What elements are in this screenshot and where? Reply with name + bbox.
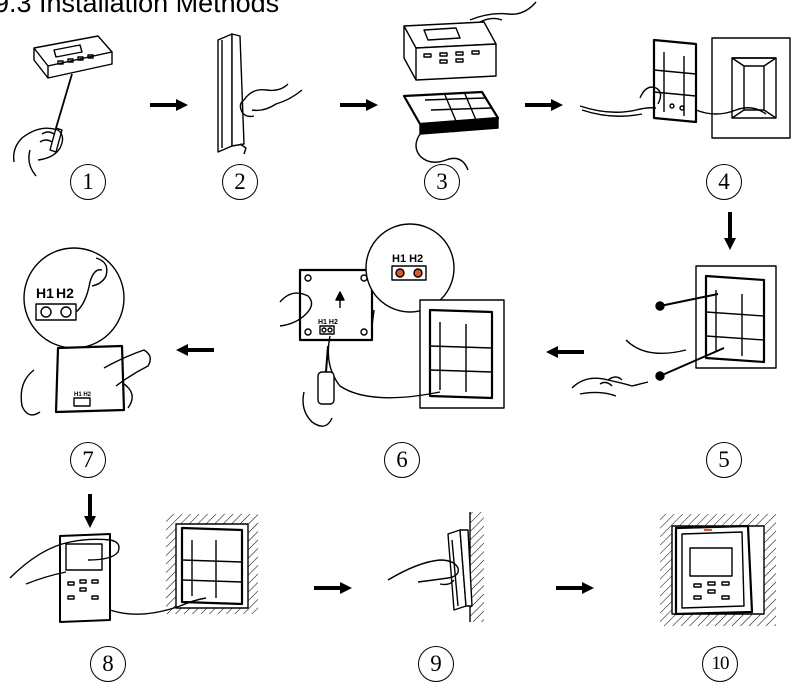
step4-illustration — [580, 38, 790, 138]
arrow-right-icon — [340, 99, 378, 111]
arrow-right-icon — [556, 582, 594, 594]
terminal-label-h1: H1 — [36, 285, 54, 301]
step8-illustration — [10, 514, 258, 622]
arrow-right-icon — [150, 99, 188, 111]
step3-illustration — [404, 2, 536, 170]
step9-illustration — [388, 512, 484, 622]
svg-text:H1 H2: H1 H2 — [74, 392, 92, 398]
arrow-down-icon — [724, 212, 736, 250]
arrow-down-icon — [84, 494, 96, 528]
step1-illustration — [14, 36, 112, 176]
step2-illustration — [218, 34, 302, 154]
terminal-label-h2: H2 — [56, 285, 74, 301]
step10-illustration — [660, 514, 776, 626]
step5-illustration — [572, 266, 776, 396]
arrow-left-icon — [176, 344, 214, 356]
step6-illustration: H1 H2 H1 H2 — [280, 224, 504, 426]
arrow-right-icon — [525, 99, 563, 111]
arrow-right-icon — [314, 582, 352, 594]
svg-text:H1 H2: H1 H2 — [392, 253, 423, 265]
step7-illustration: H1 H2 H1 H2 — [21, 248, 150, 415]
svg-text:H1 H2: H1 H2 — [318, 319, 338, 326]
arrow-left-icon — [546, 346, 584, 358]
